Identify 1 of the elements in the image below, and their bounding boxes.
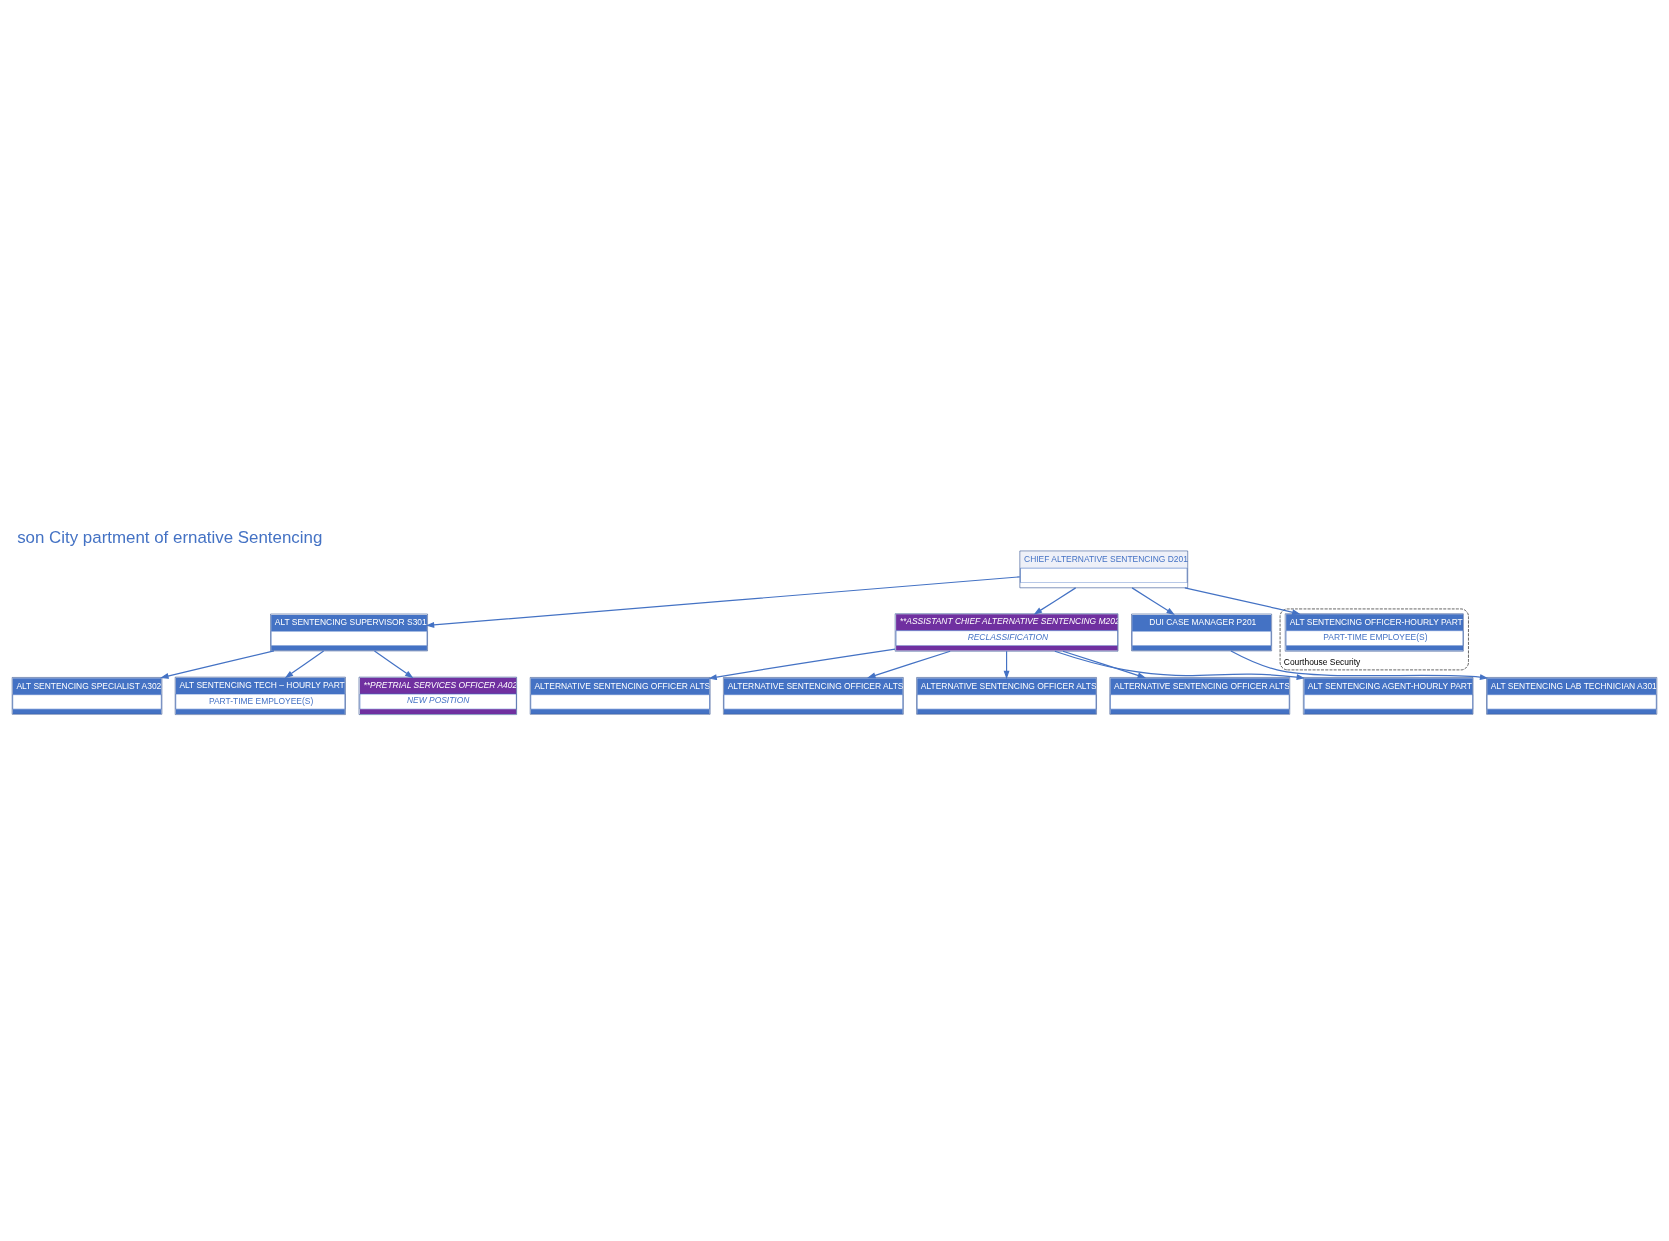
diagram-title: son City partment of ernative Sentencing	[17, 527, 323, 547]
